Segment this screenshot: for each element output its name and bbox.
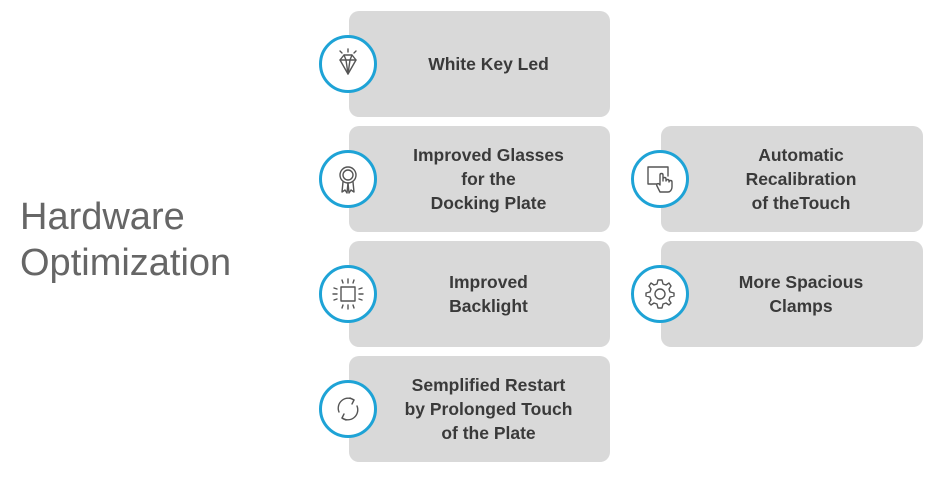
feature-label: White Key Led	[428, 54, 549, 74]
feature-card-white-key-led: White Key Led	[349, 11, 610, 117]
feature-label: Improved Backlight	[449, 272, 528, 316]
award-ribbon-icon	[319, 150, 377, 208]
feature-label: More Spacious Clamps	[738, 272, 864, 316]
refresh-icon	[319, 380, 377, 438]
diamond-icon	[319, 35, 377, 93]
feature-label: Improved Glasses for the Docking Plate	[413, 145, 564, 213]
feature-card-improved-backlight: Improved Backlight	[349, 241, 610, 347]
gear-icon	[631, 265, 689, 323]
page-title: Hardware Optimization	[20, 196, 232, 284]
feature-label: Semplified Restart by Prolonged Touch of…	[404, 375, 573, 443]
touch-screen-icon	[631, 150, 689, 208]
feature-card-improved-glasses: Improved Glasses for the Docking Plate	[349, 126, 610, 232]
feature-label: Automatic Recalibration of theTouch	[745, 145, 857, 213]
feature-card-simplified-restart: Semplified Restart by Prolonged Touch of…	[349, 356, 610, 462]
feature-card-automatic-recalibration: Automatic Recalibration of theTouch	[661, 126, 923, 232]
feature-card-spacious-clamps: More Spacious Clamps	[661, 241, 923, 347]
backlight-icon	[319, 265, 377, 323]
